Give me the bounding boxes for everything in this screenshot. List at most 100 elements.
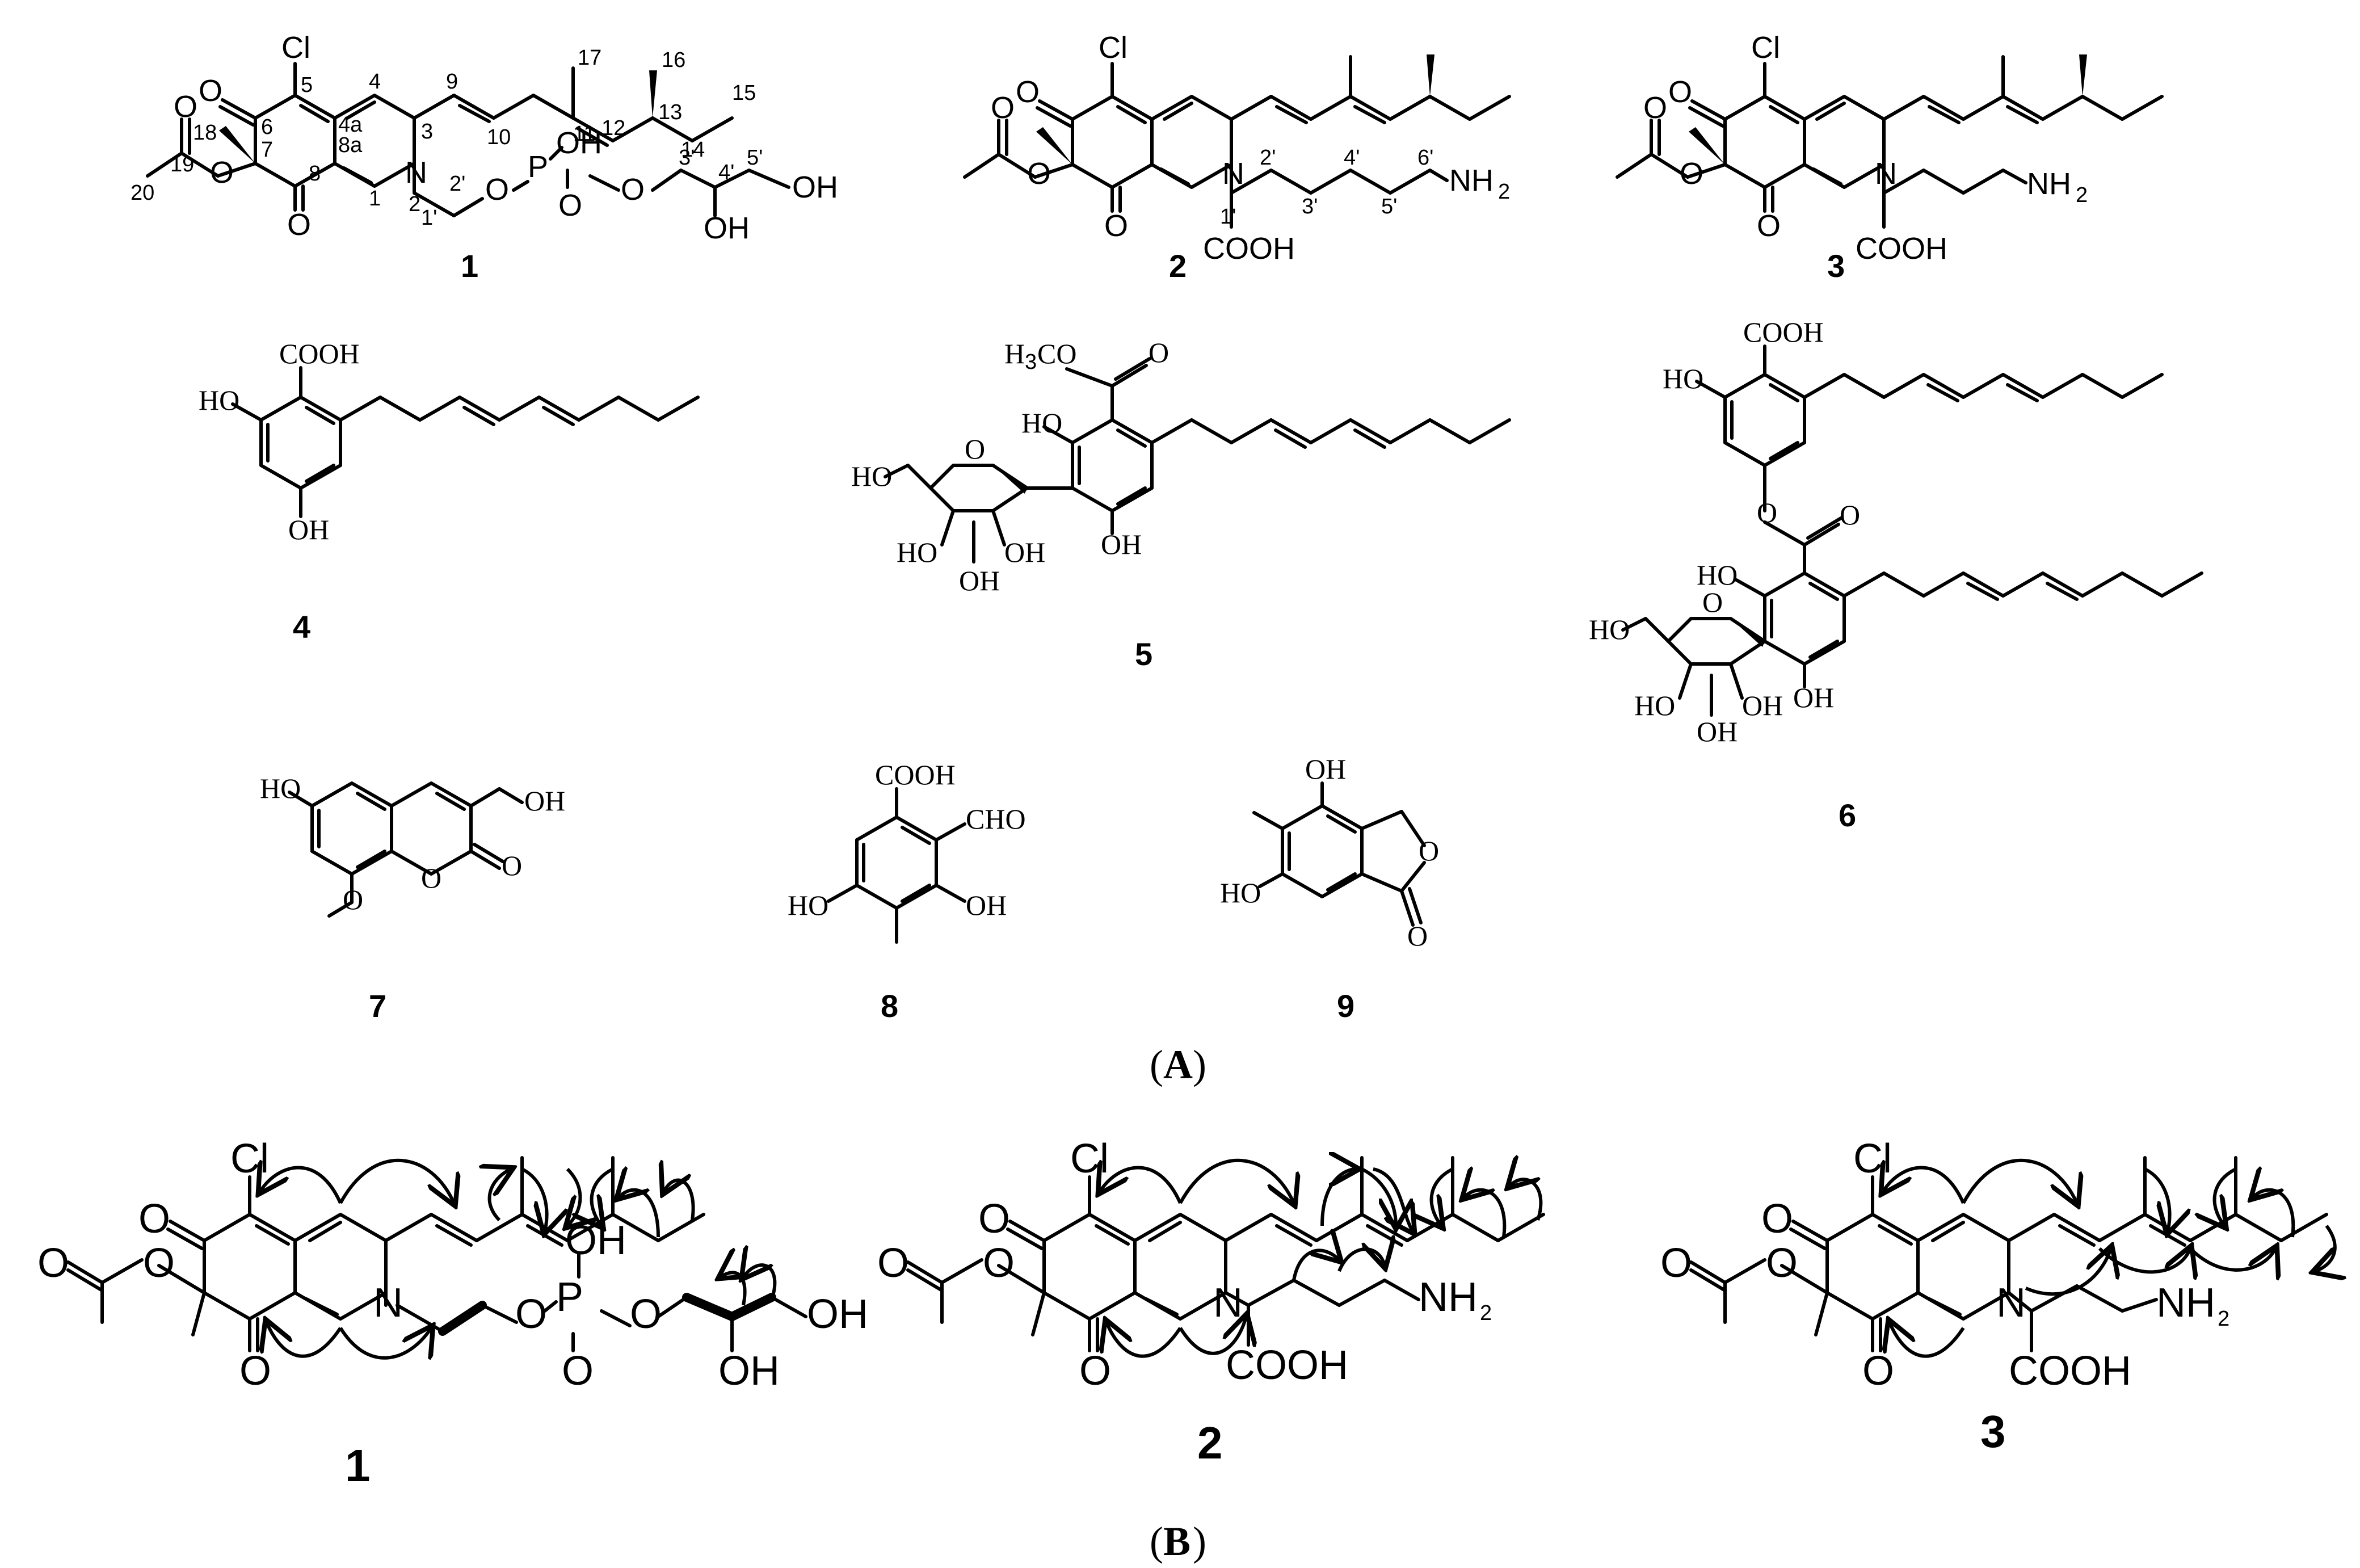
nh2-atom-3: NH	[2027, 167, 2071, 201]
o-atom-5a: O	[1149, 337, 1169, 368]
n-atom-2: N	[1222, 157, 1244, 191]
locant-1: 1	[369, 187, 381, 211]
cl-atom-2: Cl	[1099, 31, 1128, 65]
h3co-h-5: H	[1004, 338, 1025, 369]
n-atom-b1: N	[373, 1280, 403, 1326]
locant-8: 8	[309, 162, 321, 186]
locant-15: 15	[732, 81, 756, 105]
o-atom-b2b: O	[1079, 1348, 1111, 1394]
compound-7-structure: HO O O O OH	[260, 772, 565, 918]
cl-atom-b1: Cl	[230, 1136, 269, 1182]
o-atom-3a: O	[1668, 75, 1692, 109]
svg-text:(: (	[1150, 1519, 1163, 1564]
compound-label-1: 1	[461, 248, 478, 284]
cooh-2: COOH	[1203, 232, 1295, 266]
oh-atom-b1a: OH	[565, 1218, 626, 1263]
o-atom-9a: O	[1419, 835, 1439, 867]
nh2-atom-2: NH	[1449, 163, 1494, 197]
cl-atom-1: Cl	[281, 31, 310, 65]
locant-2-1p: 1'	[1220, 205, 1236, 229]
locant-11: 11	[573, 122, 595, 146]
cooh-8: COOH	[875, 759, 956, 791]
o-atom-1e: O	[485, 173, 509, 207]
oh-atom-6b: OH	[1742, 690, 1783, 721]
ho-atom-4: HO	[199, 384, 239, 416]
o-atom-3c: O	[1680, 157, 1703, 191]
compound-label-6: 6	[1839, 797, 1856, 833]
locant-20: 20	[131, 181, 154, 205]
o-atom-6c: O	[1702, 586, 1723, 618]
o-atom-2b: O	[1104, 209, 1128, 243]
o-atom-2c: O	[1027, 157, 1051, 191]
compound-4-structure: COOH HO OH	[199, 338, 700, 545]
o-atom-1g: O	[621, 173, 645, 207]
oh-atom-1c: OH	[792, 170, 838, 204]
locant-2-6p: 6'	[1417, 146, 1433, 170]
locant-19: 19	[170, 153, 194, 176]
locant-9: 9	[446, 70, 458, 94]
locant-2-3p: 3'	[1302, 195, 1318, 218]
svg-text:(: (	[1150, 1042, 1163, 1087]
locant-8a: 8a	[338, 133, 363, 157]
ho-atom-6a: HO	[1663, 363, 1703, 394]
o-atom-1b: O	[287, 208, 311, 242]
n-atom-b3: N	[1996, 1280, 2026, 1326]
o-atom-b1a: O	[138, 1196, 170, 1242]
oh-atom-5a: OH	[1101, 528, 1142, 560]
compound-label-4: 4	[293, 609, 310, 645]
compound-label-b2: 2	[1197, 1418, 1223, 1468]
panel-a-letter: A	[1163, 1042, 1193, 1087]
o-atom-b2a: O	[978, 1196, 1010, 1242]
oh-atom-7: OH	[524, 785, 565, 817]
compound-3-correlation-structure: Cl O O O O N COOH NH 2	[1660, 1136, 2335, 1394]
locant-1p: 1'	[421, 206, 437, 230]
locant-6: 6	[261, 115, 273, 139]
ho-atom-8: HO	[788, 889, 828, 921]
o-atom-1a: O	[199, 74, 222, 108]
locant-2-5p: 5'	[1381, 195, 1397, 218]
o-atom-b1f: O	[562, 1348, 594, 1394]
locant-5: 5	[301, 73, 313, 97]
compound-5-structure: H 3 CO O HO OH O HO HO OH OH	[851, 337, 1511, 596]
locant-4: 4	[369, 70, 381, 94]
cooh-6: COOH	[1743, 316, 1824, 348]
locant-3p: 3'	[679, 146, 695, 170]
o-atom-1f: O	[558, 188, 582, 222]
o-atom-3d: O	[1643, 91, 1667, 125]
cho-8: CHO	[966, 803, 1026, 835]
compound-label-7: 7	[369, 988, 386, 1024]
locant-2p: 2'	[449, 172, 465, 196]
h3co-sub-5: 3	[1025, 350, 1037, 374]
compound-label-8: 8	[881, 988, 898, 1024]
panel-label-a: ( A )	[1150, 1042, 1206, 1087]
compound-2-structure: Cl O O O O N COOH NH 2 1' 2' 3' 4' 5' 6'	[963, 31, 1511, 266]
oh-atom-1a: OH	[556, 126, 602, 160]
o-atom-7b: O	[502, 850, 522, 881]
compound-6-structure: COOH HO O O HO OH O HO HO OH OH	[1589, 316, 2203, 747]
locant-4a: 4a	[338, 113, 363, 137]
p-atom-1: P	[528, 150, 548, 184]
compound-9-structure: OH HO O O	[1220, 753, 1439, 952]
locant-18: 18	[193, 121, 217, 145]
compound-label-2: 2	[1169, 248, 1187, 284]
locant-14: 14	[681, 138, 705, 162]
compound-8-structure: COOH CHO OH HO	[788, 759, 1026, 944]
cl-atom-3: Cl	[1751, 31, 1780, 65]
ho-atom-5c: HO	[897, 536, 937, 568]
oh-atom-8: OH	[966, 889, 1007, 921]
o-atom-6a: O	[1757, 497, 1777, 528]
ho-atom-9: HO	[1220, 877, 1261, 909]
o-atom-3b: O	[1757, 209, 1781, 243]
locant-2-2p: 2'	[1260, 146, 1276, 170]
compound-label-5: 5	[1135, 636, 1152, 672]
nh2-atom-b2: NH	[1419, 1275, 1478, 1320]
p-atom-b1: P	[556, 1275, 583, 1320]
o-atom-2d: O	[991, 91, 1015, 125]
compound-label-b3: 3	[1980, 1406, 2006, 1457]
oh-atom-6c: OH	[1697, 716, 1738, 747]
cl-atom-b2: Cl	[1070, 1136, 1109, 1182]
compound-1-structure: Cl O O O O N O P OH O O OH OH 5 6 7 8 8a…	[131, 31, 838, 245]
nh2-sub-b2: 2	[1480, 1301, 1492, 1325]
o-atom-b3d: O	[1660, 1241, 1692, 1286]
